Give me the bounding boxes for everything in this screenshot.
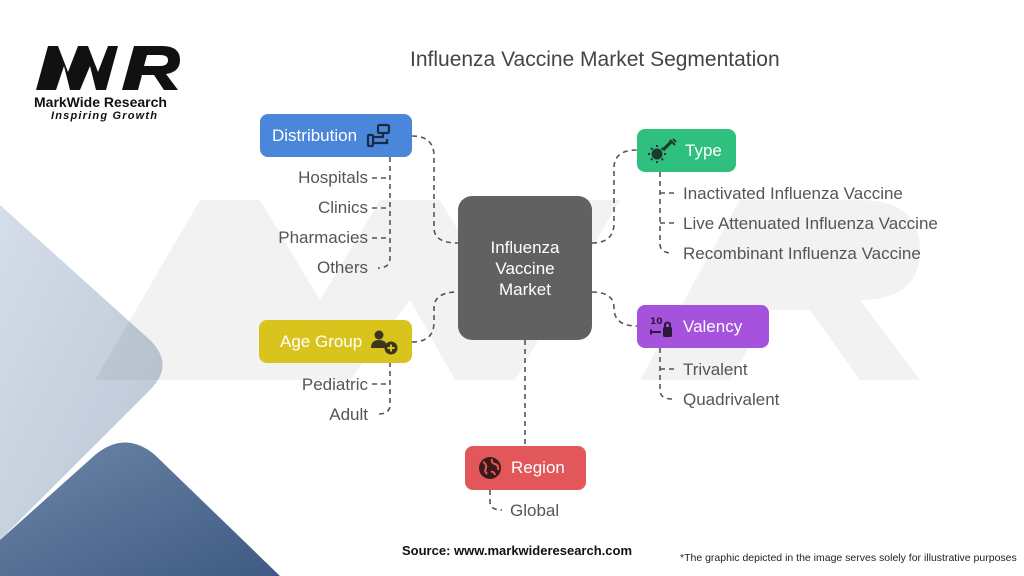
list-item: Pharmacies: [278, 228, 368, 247]
center-node: Influenza Vaccine Market: [458, 196, 592, 340]
node-region: Region: [465, 446, 586, 490]
center-line: Market: [499, 279, 551, 299]
node-distribution: Distribution: [260, 114, 412, 157]
list-item: Quadrivalent: [683, 390, 780, 409]
conveyor-icon: [365, 123, 393, 149]
globe-icon: [477, 455, 503, 481]
node-type: Type: [637, 129, 736, 172]
sort-icon: 10: [649, 314, 675, 340]
svg-text:10: 10: [650, 317, 663, 327]
list-item: Recombinant Influenza Vaccine: [683, 244, 921, 263]
list-item: Live Attenuated Influenza Vaccine: [683, 214, 938, 233]
center-line: Influenza: [490, 237, 560, 257]
node-region-label: Region: [511, 458, 565, 477]
list-item: Others: [316, 258, 368, 277]
bg-light-shape: [0, 205, 163, 540]
list-item: Inactivated Influenza Vaccine: [683, 184, 903, 203]
node-age-group: Age Group: [259, 320, 412, 363]
center-line: Vaccine: [495, 258, 555, 278]
bg-dark-shape: [0, 442, 280, 576]
node-distribution-label: Distribution: [272, 125, 358, 145]
source-credit: Source: www.markwideresearch.com: [402, 543, 633, 558]
brand-name: MarkWide Research: [34, 94, 167, 110]
brand-tagline: Inspiring Growth: [51, 110, 159, 122]
add-user-icon: [370, 328, 400, 356]
logo-mark-icon: [36, 46, 180, 90]
list-item: Hospitals: [298, 168, 368, 187]
list-item: Global: [510, 501, 560, 520]
node-valency: 10 Valency: [637, 305, 769, 348]
virus-syringe-icon: [647, 137, 677, 164]
list-item: Adult: [329, 405, 368, 424]
node-valency-label: Valency: [683, 316, 743, 336]
node-type-label: Type: [685, 140, 722, 160]
disclaimer-note: *The graphic depicted in the image serve…: [680, 552, 1017, 564]
node-age-group-label: Age Group: [280, 331, 363, 351]
list-item: Pediatric: [301, 375, 368, 394]
list-item: Clinics: [317, 198, 368, 217]
brand-logo: MarkWide Research Inspiring Growth: [34, 42, 194, 122]
page-title: Influenza Vaccine Market Segmentation: [410, 48, 780, 71]
list-item: Trivalent: [683, 360, 748, 379]
